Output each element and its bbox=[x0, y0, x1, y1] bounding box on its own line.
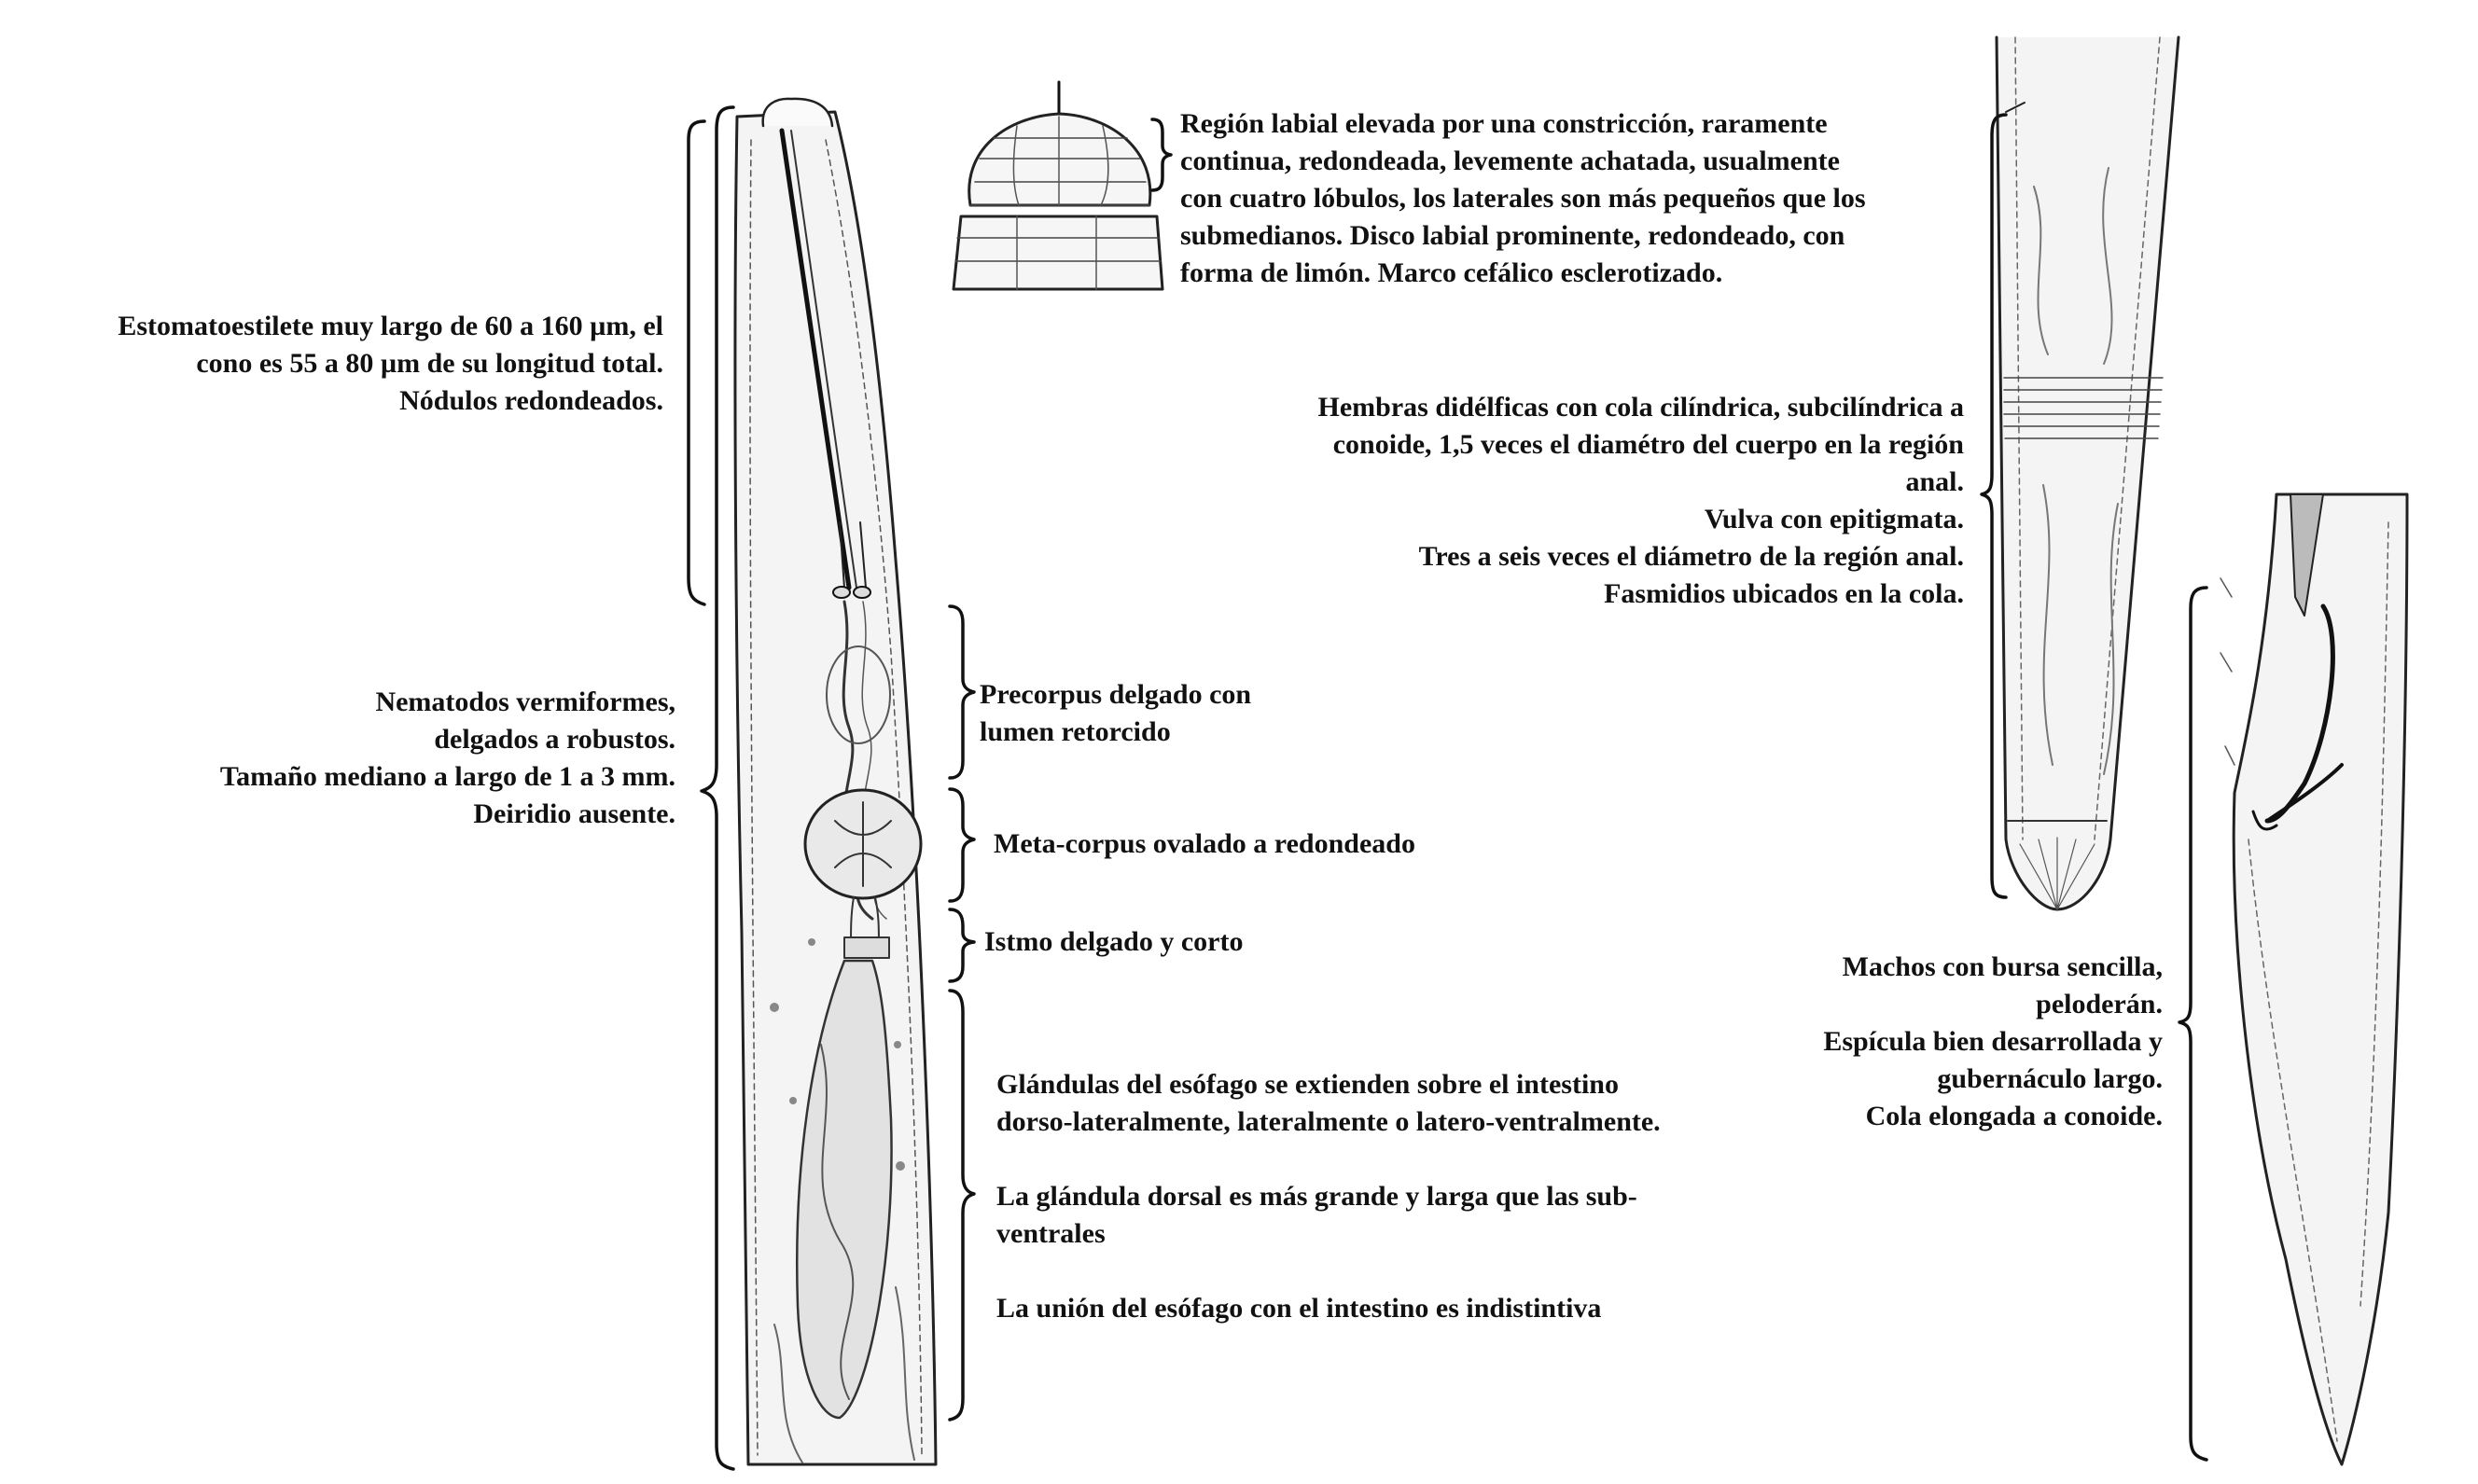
label-precorpus: Precorpus delgado con lumen retorcido bbox=[980, 676, 1251, 751]
labial-region-drawing bbox=[954, 82, 1162, 289]
label-metacorpus: Meta-corpus ovalado a redondeado bbox=[994, 825, 1415, 863]
bracket-labial bbox=[1152, 119, 1171, 190]
bracket-stylet bbox=[689, 121, 704, 604]
label-glands: Glándulas del esófago se extienden sobre… bbox=[996, 1066, 1661, 1327]
bracket-metacorpus bbox=[950, 789, 974, 901]
anterior-body-drawing bbox=[735, 99, 936, 1464]
bracket-male bbox=[2179, 588, 2207, 1460]
label-male: Machos con bursa sencilla, peloderán. Es… bbox=[1823, 949, 2163, 1135]
label-isthmus: Istmo delgado y corto bbox=[984, 923, 1243, 961]
female-tail-drawing bbox=[1997, 37, 2179, 909]
bracket-body bbox=[702, 107, 733, 1469]
bracket-isthmus bbox=[950, 909, 974, 981]
label-body: Nematodos vermiformes, delgados a robust… bbox=[220, 684, 675, 833]
label-female: Hembras didélficas con cola cilíndrica, … bbox=[1318, 389, 1965, 613]
label-labial: Región labial elevada por una constricci… bbox=[1180, 105, 1866, 292]
label-stylet: Estomatoestilete muy largo de 60 a 160 µ… bbox=[118, 308, 663, 420]
bracket-glands bbox=[950, 991, 974, 1420]
male-tail-drawing bbox=[2220, 494, 2407, 1464]
bracket-precorpus bbox=[950, 606, 974, 778]
